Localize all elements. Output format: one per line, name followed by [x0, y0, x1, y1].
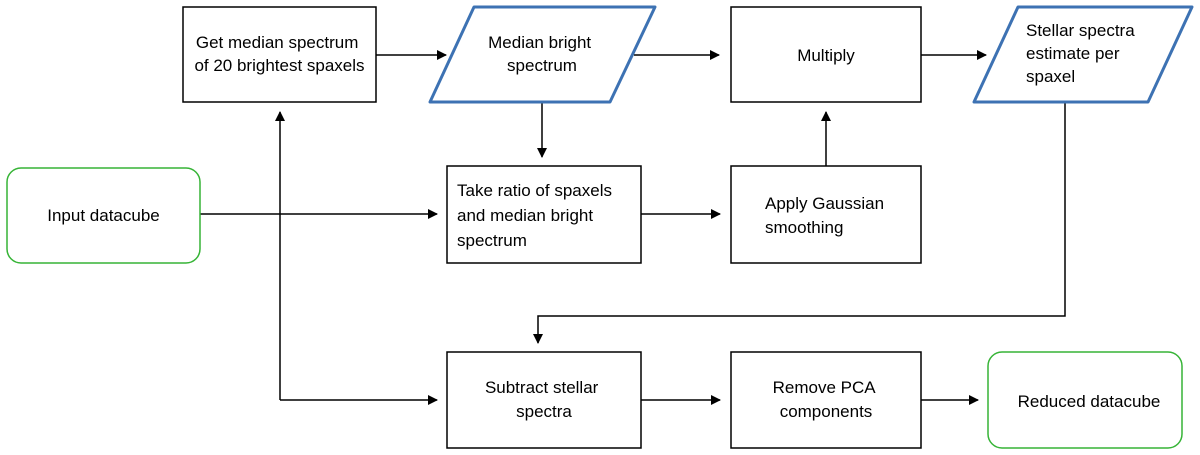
node-multiply: Multiply — [730, 6, 922, 103]
node-label: Stellar spectra estimate per spaxel — [1026, 21, 1139, 86]
node-label: Median bright spectrum — [488, 33, 596, 75]
process-box — [730, 351, 922, 449]
process-box — [730, 6, 922, 103]
edges — [200, 50, 1066, 405]
process-box — [182, 6, 377, 103]
terminal-box — [6, 167, 201, 264]
process-box — [446, 165, 642, 264]
node-label: Take ratio of spaxels and median bright … — [457, 181, 617, 250]
node-take-ratio: Take ratio of spaxels and median bright … — [446, 165, 642, 264]
node-subtract-stellar-spectra: Subtract stellar spectra — [446, 351, 642, 449]
node-label: Subtract stellar spectra — [485, 378, 603, 421]
data-parallelogram — [428, 5, 657, 104]
node-median-bright-spectrum: Median bright spectrum — [428, 5, 657, 104]
node-stellar-spectra-estimate: Stellar spectra estimate per spaxel — [972, 5, 1194, 104]
node-reduced-datacube: Reduced datacube — [987, 351, 1183, 449]
data-parallelogram — [972, 5, 1194, 104]
node-label: Remove PCA components — [773, 378, 880, 421]
node-apply-gaussian-smoothing: Apply Gaussian smoothing — [730, 165, 922, 264]
node-label: Get median spectrum of 20 brightest spax… — [194, 33, 364, 75]
edge-stellar-estimate-to-subtract — [533, 103, 1066, 344]
terminal-box — [987, 351, 1183, 449]
node-get-median-spectrum: Get median spectrum of 20 brightest spax… — [182, 6, 377, 103]
node-label: Input datacube — [47, 206, 159, 225]
node-label: Multiply — [797, 46, 855, 65]
node-input-datacube: Input datacube — [6, 167, 201, 264]
node-label: Reduced datacube — [1018, 392, 1161, 411]
node-label: Apply Gaussian smoothing — [765, 194, 889, 237]
process-box — [446, 351, 642, 449]
process-box — [730, 165, 922, 264]
node-remove-pca-components: Remove PCA components — [730, 351, 922, 449]
